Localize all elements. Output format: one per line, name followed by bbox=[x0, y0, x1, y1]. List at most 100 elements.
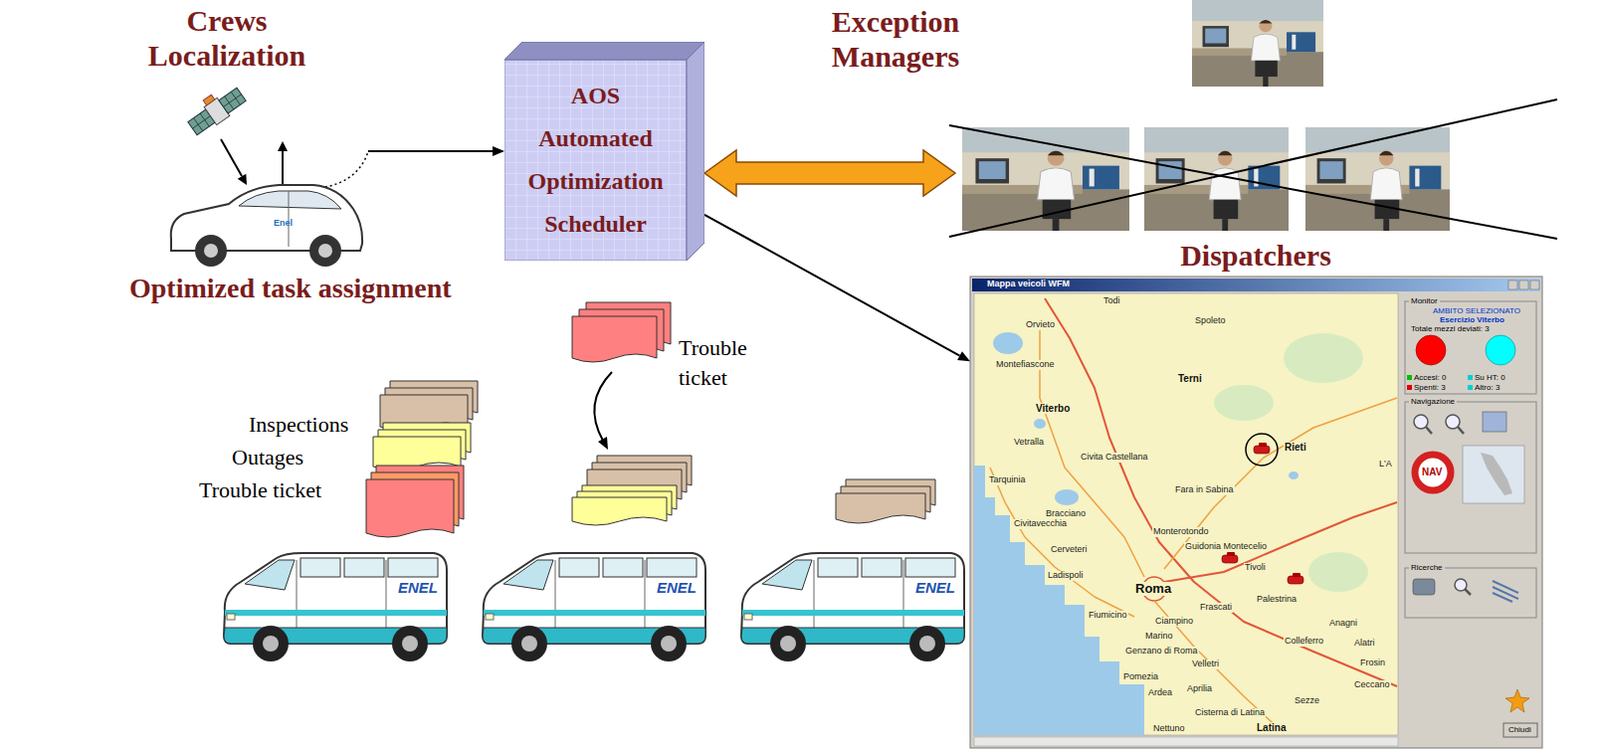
van-logo-holder: ENEL bbox=[656, 579, 697, 597]
place-name-holder: Ladispoli bbox=[1046, 571, 1085, 582]
crew-car bbox=[318, 243, 333, 258]
status-text: Altro: 3 bbox=[1474, 383, 1500, 393]
crew-car bbox=[171, 185, 363, 267]
car-logo-holder: Enel bbox=[273, 217, 293, 228]
place-name-holder: Frosin bbox=[1359, 658, 1387, 669]
satellite-icon bbox=[202, 94, 215, 106]
place-name: Sezze bbox=[1293, 696, 1321, 707]
place-name-holder: Rieti bbox=[1283, 441, 1308, 453]
place-name-holder: Latina bbox=[1255, 722, 1287, 734]
office-photos bbox=[1192, 0, 1324, 87]
task-label: Outages bbox=[231, 444, 304, 471]
node-title: AOS Automated Optimization Scheduler bbox=[528, 74, 664, 246]
map-window bbox=[1404, 301, 1537, 395]
exchange-arrow bbox=[704, 150, 956, 197]
signal-arrows bbox=[290, 151, 369, 189]
task-stacks bbox=[572, 497, 667, 526]
status-text: Su HT: 0 bbox=[1474, 373, 1506, 383]
map-window bbox=[1154, 600, 1284, 734]
place-name-holder: Fiumicino bbox=[1087, 610, 1129, 621]
place-name-holder: Anagni bbox=[1328, 618, 1359, 629]
group-title-holder: Monitor bbox=[1408, 296, 1440, 306]
task-label-holder: Inspections bbox=[248, 411, 349, 438]
task-label-holder: Trouble ticket bbox=[199, 477, 322, 504]
place-name-holder: Fara in Sabina bbox=[1174, 485, 1235, 496]
place-name: Civita Castellana bbox=[1079, 452, 1150, 463]
map-window bbox=[1253, 442, 1270, 454]
office-photos bbox=[949, 0, 1558, 239]
nav-button-text-holder: NAV bbox=[1421, 466, 1442, 478]
place-name: Ciampino bbox=[1154, 616, 1195, 627]
map-window bbox=[970, 276, 1543, 749]
place-name-holder: Velletri bbox=[1191, 659, 1220, 670]
panel-text: AMBITO SELEZIONATO bbox=[1432, 306, 1521, 316]
panel-text-holder: Totale mezzi deviati: 3 bbox=[1410, 324, 1490, 334]
map-window bbox=[1415, 335, 1446, 366]
group-title-holder: Ricerche bbox=[1408, 563, 1445, 573]
place-name-holder: L'A bbox=[1378, 459, 1394, 470]
task-label: Inspections bbox=[248, 411, 349, 438]
place-name: Orvieto bbox=[1024, 320, 1056, 331]
place-name: Latina bbox=[1255, 722, 1287, 734]
place-name-holder: Palestrina bbox=[1255, 595, 1298, 605]
map-window bbox=[1406, 375, 1412, 381]
status-text-holder: Accesi: 0 bbox=[1413, 373, 1446, 383]
place-name: Roma bbox=[1134, 582, 1173, 597]
map-window bbox=[1287, 573, 1304, 585]
place-name: Montefiascone bbox=[995, 360, 1056, 371]
map-window bbox=[1288, 471, 1299, 480]
place-name-holder: Cisterna di Latina bbox=[1194, 708, 1266, 719]
place-name: Marino bbox=[1144, 631, 1175, 642]
place-name: Palestrina bbox=[1255, 595, 1298, 605]
place-name-holder: Montefiascone bbox=[995, 360, 1056, 371]
place-name: Spoleto bbox=[1194, 316, 1227, 327]
node-heading: Dispatchers bbox=[1180, 238, 1332, 274]
map-window bbox=[1425, 426, 1432, 434]
map-window bbox=[970, 276, 1543, 749]
node-heading: Exception Managers bbox=[831, 4, 960, 74]
place-name: Frosin bbox=[1359, 658, 1387, 669]
place-name-holder: Civita Castellana bbox=[1079, 452, 1150, 463]
ticket-arrow bbox=[594, 372, 612, 450]
panel-text-holder: Esercizio Viterbo bbox=[1439, 315, 1505, 325]
office-photos bbox=[949, 99, 1558, 237]
crew-vans bbox=[482, 553, 706, 662]
map-window bbox=[1414, 454, 1451, 491]
map-window bbox=[1245, 433, 1278, 466]
status-text-holder: Su HT: 0 bbox=[1474, 373, 1506, 383]
crews-group: Crews Localization bbox=[129, 0, 369, 269]
ticket-label: Trouble ticket bbox=[678, 333, 748, 393]
crew-car bbox=[203, 243, 218, 258]
place-name: Ladispoli bbox=[1046, 571, 1085, 582]
map-window bbox=[1492, 581, 1519, 602]
place-name-holder: Pomezia bbox=[1122, 672, 1160, 683]
signal-arrows bbox=[220, 139, 242, 177]
assignment-label: Optimized task assignment bbox=[129, 272, 452, 305]
crew-vans bbox=[223, 553, 447, 662]
place-name: Viterbo bbox=[1034, 402, 1071, 414]
place-name-holder: Monterotondo bbox=[1152, 527, 1210, 538]
place-name-holder: Guidonia Montecelio bbox=[1184, 542, 1268, 553]
place-name-holder: Orvieto bbox=[1024, 320, 1056, 331]
van-logo-holder: ENEL bbox=[915, 579, 956, 597]
map-window bbox=[1464, 589, 1471, 596]
satellite-icon bbox=[218, 87, 246, 114]
map-window bbox=[1221, 552, 1238, 564]
place-name-holder: Tarquinia bbox=[988, 475, 1027, 486]
status-text: Spenti: 3 bbox=[1413, 383, 1446, 393]
status-text-holder: Spenti: 3 bbox=[1413, 383, 1446, 393]
place-name: Guidonia Montecelio bbox=[1184, 542, 1268, 553]
map-window bbox=[972, 278, 1541, 292]
place-name-holder: Ceccano bbox=[1353, 680, 1392, 691]
map-window bbox=[1404, 401, 1537, 554]
place-name: Alatri bbox=[1353, 638, 1377, 649]
panel-text-holder: AMBITO SELEZIONATO bbox=[1432, 306, 1521, 316]
place-name: Rieti bbox=[1283, 441, 1308, 453]
panel-text: Totale mezzi deviati: 3 bbox=[1410, 324, 1490, 334]
map-window bbox=[1480, 452, 1513, 496]
place-name: Aprilia bbox=[1186, 684, 1213, 695]
car-logo: Enel bbox=[273, 217, 293, 228]
group-title-holder: Navigazione bbox=[1408, 397, 1457, 406]
office-photos bbox=[949, 125, 1558, 239]
place-name-holder: Genzano di Roma bbox=[1124, 646, 1200, 657]
